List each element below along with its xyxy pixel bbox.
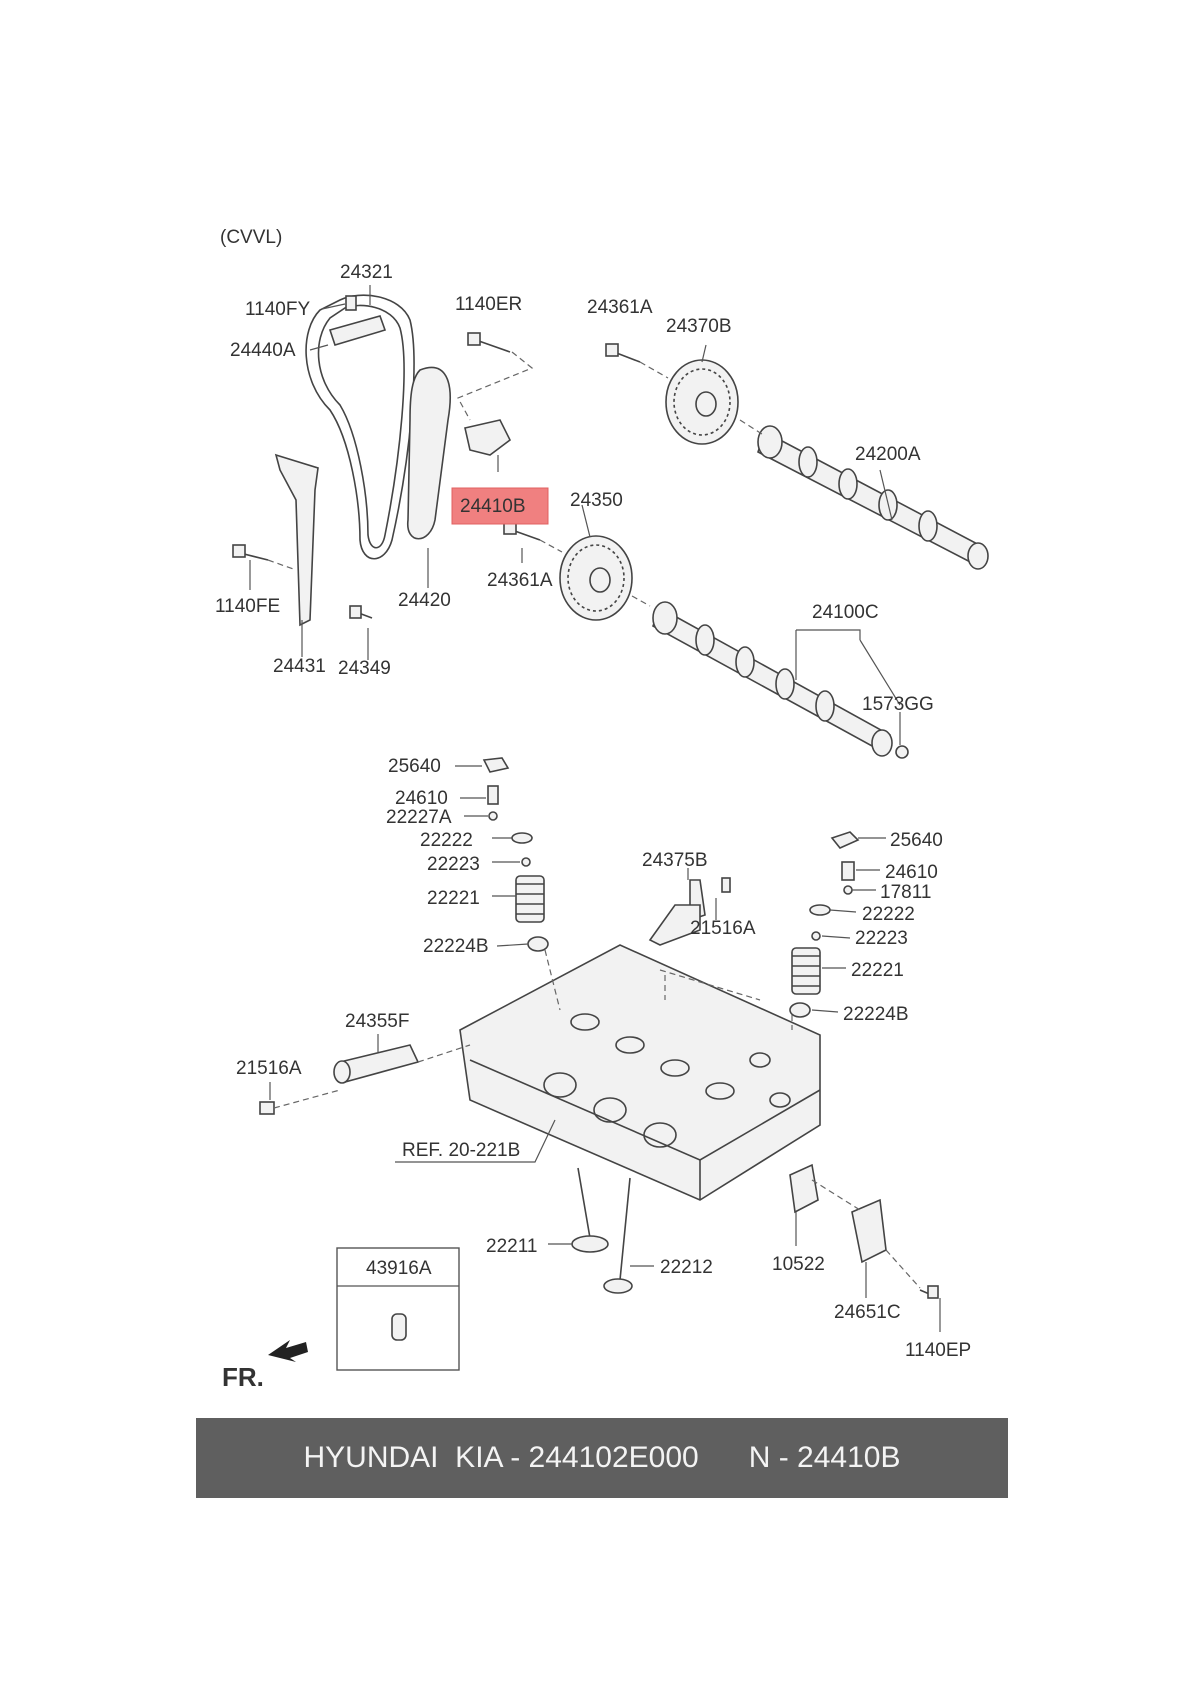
- label-24361a-top: 24361A: [587, 297, 653, 318]
- sensor-24375b: [648, 877, 731, 946]
- label-1573gg: 1573GG: [862, 694, 934, 715]
- variant-label: (CVVL): [220, 227, 282, 248]
- label-24410b: 24410B: [460, 496, 526, 517]
- fixed-chain-guide: [274, 453, 319, 627]
- label-24375b: 24375B: [642, 850, 708, 871]
- label-24431: 24431: [273, 656, 326, 677]
- label-24100c: 24100C: [812, 602, 879, 623]
- bolt-24349: [349, 605, 373, 619]
- timing-chain: [305, 294, 415, 560]
- label-22223-left: 22223: [427, 854, 480, 875]
- label-10522: 10522: [772, 1254, 825, 1275]
- label-22224b-right: 22224B: [843, 1004, 909, 1025]
- footer-diagram-code: N - 24410B: [748, 1441, 901, 1474]
- label-24440a: 24440A: [230, 340, 296, 361]
- label-22221-left: 22221: [427, 888, 480, 909]
- label-24610-right: 24610: [885, 862, 938, 883]
- chain-tensioner: [464, 419, 512, 456]
- bolt-24361a-top: [605, 343, 641, 363]
- cvvt-sprocket-24370b: [665, 359, 739, 445]
- label-22224b-left: 22224B: [423, 936, 489, 957]
- valve-stack-right: [789, 831, 860, 1018]
- label-22221-right: 22221: [851, 960, 904, 981]
- label-25640-left: 25640: [388, 756, 441, 777]
- front-label: FR.: [222, 1362, 264, 1392]
- cover-24651c: [851, 1198, 939, 1299]
- label-24200a: 24200A: [855, 444, 921, 465]
- label-24361a-mid: 24361A: [487, 570, 553, 591]
- label-24355f: 24355F: [345, 1011, 409, 1032]
- bolt-24361a-mid: [503, 521, 541, 541]
- label-24349: 24349: [338, 658, 391, 679]
- label-25640-right: 25640: [890, 830, 943, 851]
- label-22212: 22212: [660, 1257, 713, 1278]
- label-22223-right: 22223: [855, 928, 908, 949]
- label-24651c: 24651C: [834, 1302, 901, 1323]
- camshaft-sprocket-24350: [559, 535, 633, 621]
- label-1140er: 1140ER: [455, 294, 522, 315]
- label-24321: 24321: [340, 262, 393, 283]
- label-22227a: 22227A: [386, 807, 452, 828]
- label-22222-right: 22222: [862, 904, 915, 925]
- footer-brand-partno: HYUNDAI KIA - 244102E000: [303, 1441, 699, 1474]
- label-17811: 17811: [880, 882, 931, 903]
- plug-1573gg: [895, 745, 909, 759]
- tensioner-arm: [407, 366, 451, 540]
- exhaust-valve-22212: [603, 1177, 633, 1294]
- bolt-1140fe: [232, 544, 269, 561]
- cover-10522: [789, 1163, 819, 1214]
- label-43916a: 43916A: [366, 1258, 432, 1279]
- oil-control-valve-24355f: [259, 1044, 420, 1115]
- label-24610-left: 24610: [395, 788, 448, 809]
- bolt-1140fy: [345, 295, 357, 311]
- label-21516a-right: 21516A: [690, 918, 756, 939]
- bolt-1140er: [467, 332, 511, 353]
- spring-part-icon: [391, 1313, 407, 1341]
- label-1140fy: 1140FY: [245, 299, 310, 320]
- camshaft-24200a: [757, 425, 989, 570]
- label-21516a-left: 21516A: [236, 1058, 302, 1079]
- label-22211: 22211: [486, 1236, 537, 1257]
- camshaft-24100c: [651, 601, 893, 757]
- highlight-box: [451, 487, 549, 525]
- front-arrow-icon: [268, 1340, 308, 1362]
- ref-label: REF. 20-221B: [402, 1140, 520, 1161]
- label-24350: 24350: [570, 490, 623, 511]
- timing-chain-inner: [317, 304, 405, 549]
- label-1140fe: 1140FE: [215, 596, 280, 617]
- label-24370b: 24370B: [666, 316, 732, 337]
- chain-guide-upper: [328, 315, 387, 346]
- label-1140ep: 1140EP: [905, 1340, 971, 1361]
- label-22222-left: 22222: [420, 830, 473, 851]
- intake-valve-22211: [571, 1167, 609, 1253]
- label-24420: 24420: [398, 590, 451, 611]
- inset-box-43916a: [336, 1247, 460, 1371]
- cylinder-head: [459, 944, 821, 1201]
- valve-stack-left: [482, 757, 549, 952]
- part-number-footer: HYUNDAI KIA - 244102E000 N - 24410B: [196, 1418, 1008, 1498]
